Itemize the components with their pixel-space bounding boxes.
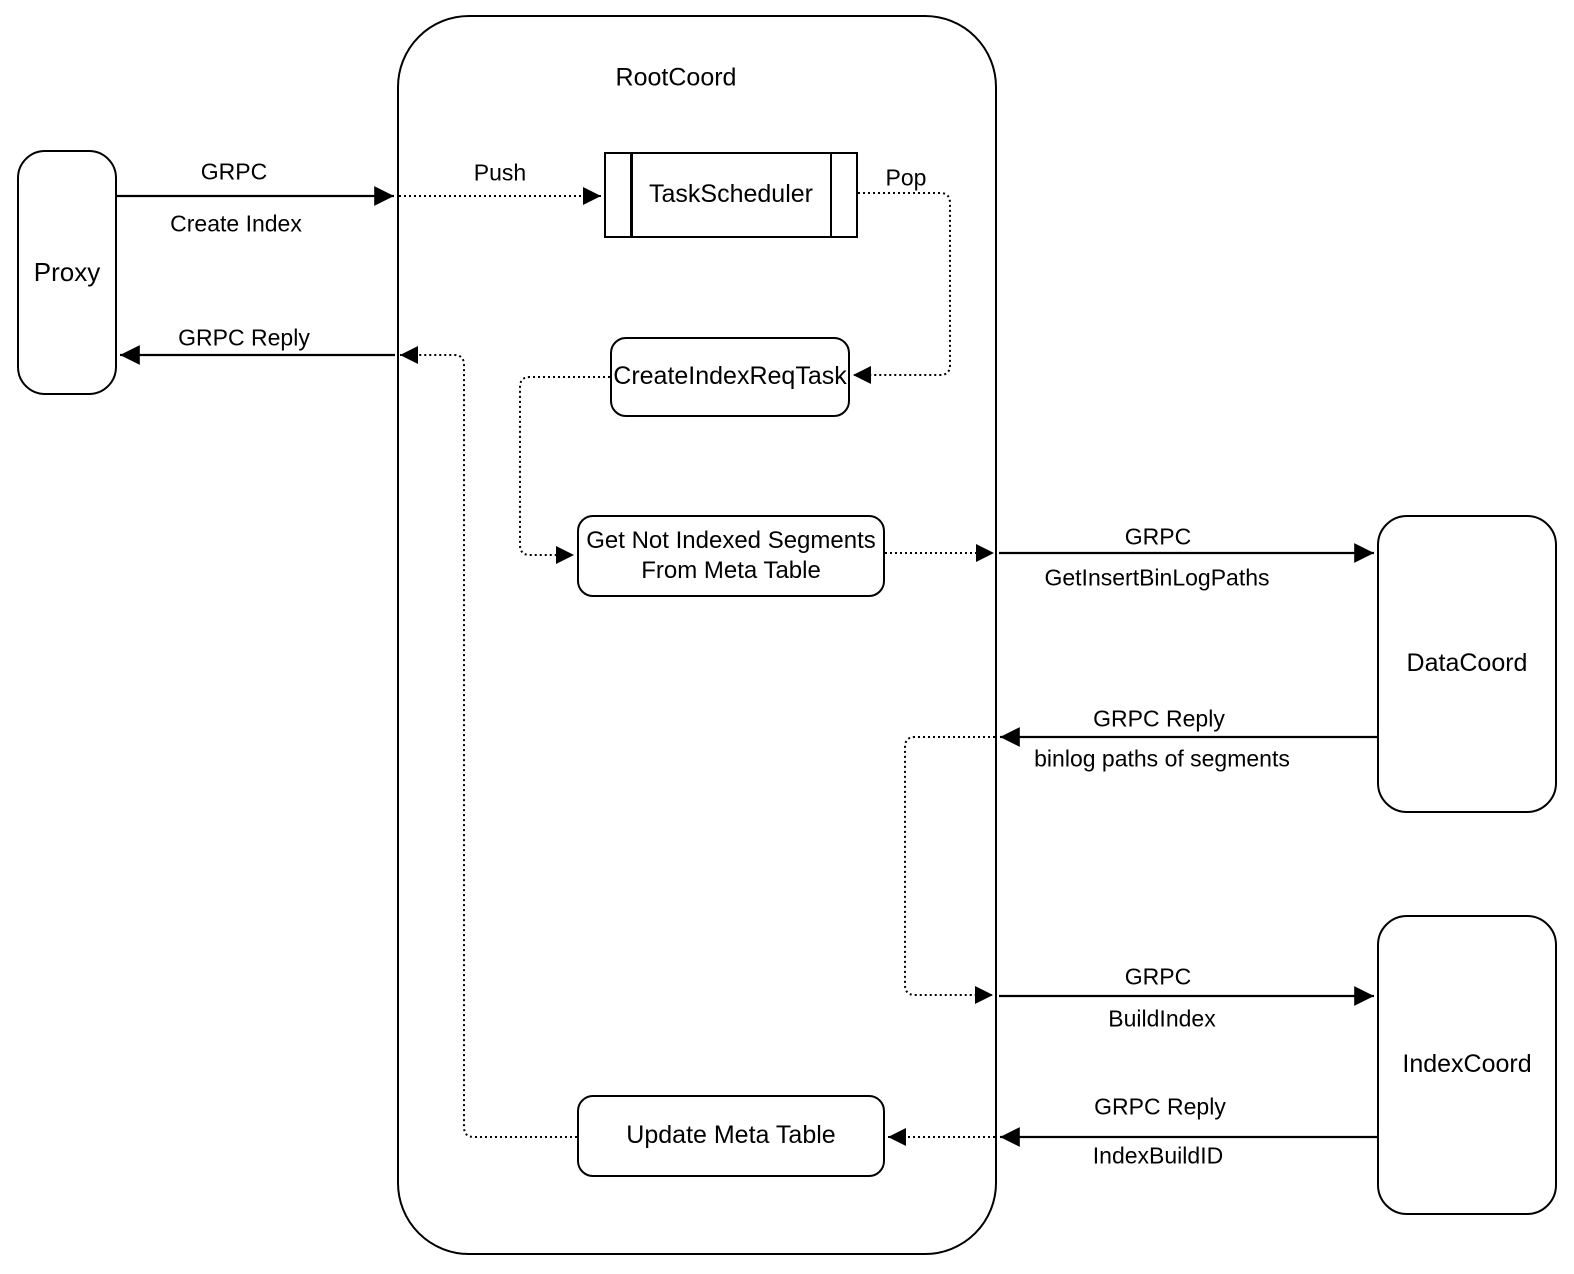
task-scheduler-right-bar	[829, 154, 832, 236]
task-scheduler-left-bar	[630, 154, 633, 236]
indexcoord-node: IndexCoord	[1377, 915, 1557, 1215]
rootcoord-title: RootCoord	[615, 63, 737, 92]
update-meta-table-label: Update Meta Table	[626, 1121, 836, 1150]
label-getinsertbinlogpaths: GetInsertBinLogPaths	[1044, 564, 1270, 591]
datacoord-label: DataCoord	[1406, 649, 1528, 678]
edge-reqtask-to-get-segments	[519, 376, 610, 564]
indexcoord-label: IndexCoord	[1402, 1050, 1532, 1079]
label-grpc-reply-index: GRPC Reply	[1094, 1093, 1226, 1120]
label-indexbuildid: IndexBuildID	[1092, 1142, 1224, 1169]
proxy-label: Proxy	[33, 257, 101, 288]
get-not-indexed-segments-line1: Get Not Indexed Segments	[586, 527, 876, 554]
label-grpc-reply-data: GRPC Reply	[1093, 705, 1225, 732]
label-pop: Pop	[885, 164, 927, 191]
datacoord-node: DataCoord	[1377, 515, 1557, 813]
create-index-req-task-label: CreateIndexReqTask	[613, 362, 847, 391]
edge-update-meta-to-border	[400, 346, 577, 1138]
label-grpc-reply-proxy: GRPC Reply	[178, 324, 310, 351]
label-grpc-create: GRPC	[200, 158, 268, 185]
edge-internal-reply-to-buildindex	[904, 736, 995, 1004]
label-grpc-build: GRPC	[1124, 963, 1192, 990]
label-binlog-paths: binlog paths of segments	[1034, 745, 1290, 772]
label-push: Push	[473, 159, 527, 186]
update-meta-table-node: Update Meta Table	[577, 1095, 885, 1177]
get-not-indexed-segments-node: Get Not Indexed Segments From Meta Table	[577, 515, 885, 597]
create-index-req-task-node: CreateIndexReqTask	[610, 337, 850, 417]
label-buildindex: BuildIndex	[1108, 1005, 1216, 1032]
rootcoord-container	[397, 15, 997, 1255]
proxy-node: Proxy	[17, 150, 117, 395]
task-scheduler-node: TaskScheduler	[604, 152, 858, 238]
get-not-indexed-segments-line2: From Meta Table	[641, 557, 821, 584]
label-create-index: Create Index	[170, 210, 302, 237]
task-scheduler-label: TaskScheduler	[649, 180, 813, 209]
edge-pop	[853, 192, 951, 384]
label-grpc-data: GRPC	[1124, 523, 1192, 550]
